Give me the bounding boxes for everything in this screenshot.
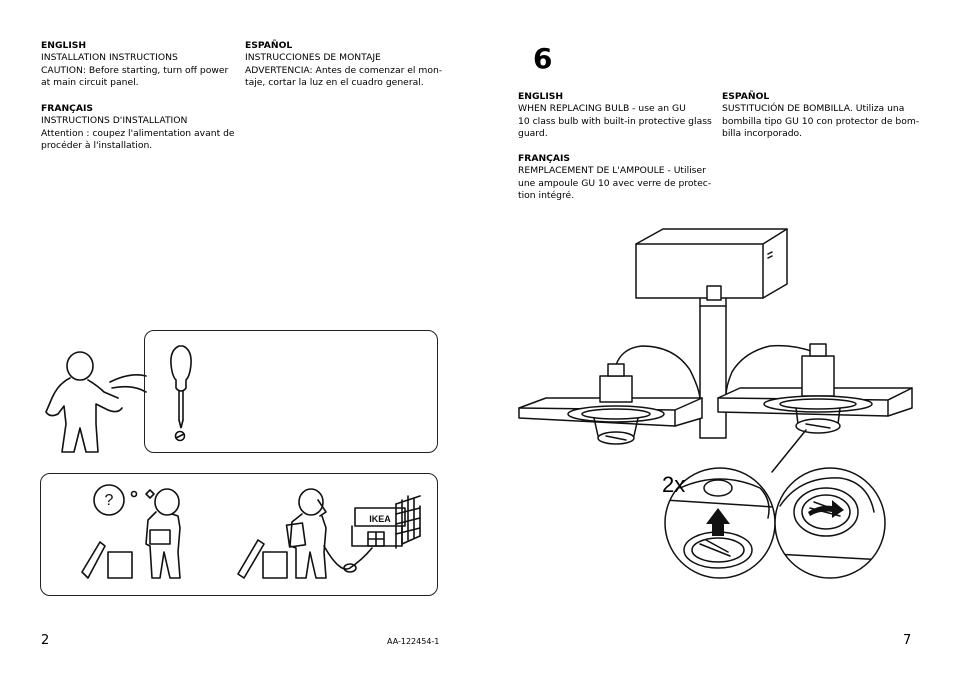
- english-line-1: WHEN REPLACING BULB - use an GU: [518, 103, 686, 115]
- english-line-1: INSTALLATION INSTRUCTIONS: [41, 52, 178, 64]
- help-contact-panel: [40, 473, 438, 596]
- french-line-1: REMPLACEMENT DE L'AMPOULE - Utiliser: [518, 165, 706, 177]
- english-line-3: guard.: [518, 128, 548, 140]
- tool-required-panel: [144, 330, 438, 453]
- english-heading: ENGLISH: [518, 91, 564, 102]
- spanish-instructions-left: ESPAÑOL INSTRUCCIONES DE MONTAJE ADVERTE…: [245, 40, 442, 90]
- spanish-heading: ESPAÑOL: [722, 91, 770, 102]
- spanish-line-2: bombilla tipo GU 10 con protector de bom…: [722, 115, 920, 127]
- quantity-label: 2x: [662, 472, 686, 497]
- english-line-2: 10 class bulb with built-in protective g…: [518, 115, 712, 127]
- french-instructions-right: FRANÇAIS REMPLACEMENT DE L'AMPOULE - Uti…: [518, 153, 711, 203]
- english-heading: ENGLISH: [41, 40, 87, 51]
- french-instructions-left: FRANÇAIS INSTRUCTIONS D'INSTALLATION Att…: [41, 103, 235, 153]
- spanish-instructions-right: ESPAÑOL SUSTITUCIÓN DE BOMBILLA. Utiliza…: [722, 91, 919, 141]
- spanish-line-3: billa incorporado.: [722, 128, 802, 140]
- spanish-heading: ESPAÑOL: [245, 40, 293, 51]
- french-line-2: Attention : coupez l'alimentation avant …: [41, 127, 235, 139]
- english-instructions-right: ENGLISH WHEN REPLACING BULB - use an GU …: [518, 91, 712, 141]
- english-instructions-left: ENGLISH INSTALLATION INSTRUCTIONS CAUTIO…: [41, 40, 228, 90]
- french-line-3: tion intégré.: [518, 190, 575, 202]
- spanish-line-2: ADVERTENCIA: Antes de comenzar el mon-: [245, 64, 443, 76]
- spanish-line-3: taje, cortar la luz en el cuadro general…: [245, 77, 424, 89]
- french-heading: FRANÇAIS: [41, 103, 94, 114]
- french-line-3: procéder à l'installation.: [41, 140, 153, 152]
- turn-arrow-icon: [808, 500, 844, 518]
- page-number-right: 7: [903, 633, 912, 648]
- question-mark-label: ?: [105, 492, 114, 509]
- store-sign-label: IKEA: [369, 514, 391, 524]
- english-line-2: CAUTION: Before starting, turn off power: [41, 64, 229, 76]
- french-line-1: INSTRUCTIONS D'INSTALLATION: [41, 115, 188, 127]
- spanish-line-1: INSTRUCCIONES DE MONTAJE: [245, 52, 381, 64]
- document-code: AA-122454-1: [387, 637, 440, 646]
- page-number-left: 2: [41, 633, 50, 648]
- step-number: 6: [533, 42, 553, 75]
- spanish-line-1: SUSTITUCIÓN DE BOMBILLA. Utiliza una: [722, 103, 905, 115]
- french-heading: FRANÇAIS: [518, 153, 571, 164]
- french-line-2: une ampoule GU 10 avec verre de protec-: [518, 177, 712, 189]
- push-up-arrow-icon: [706, 508, 730, 536]
- english-line-3: at main circuit panel.: [41, 77, 139, 89]
